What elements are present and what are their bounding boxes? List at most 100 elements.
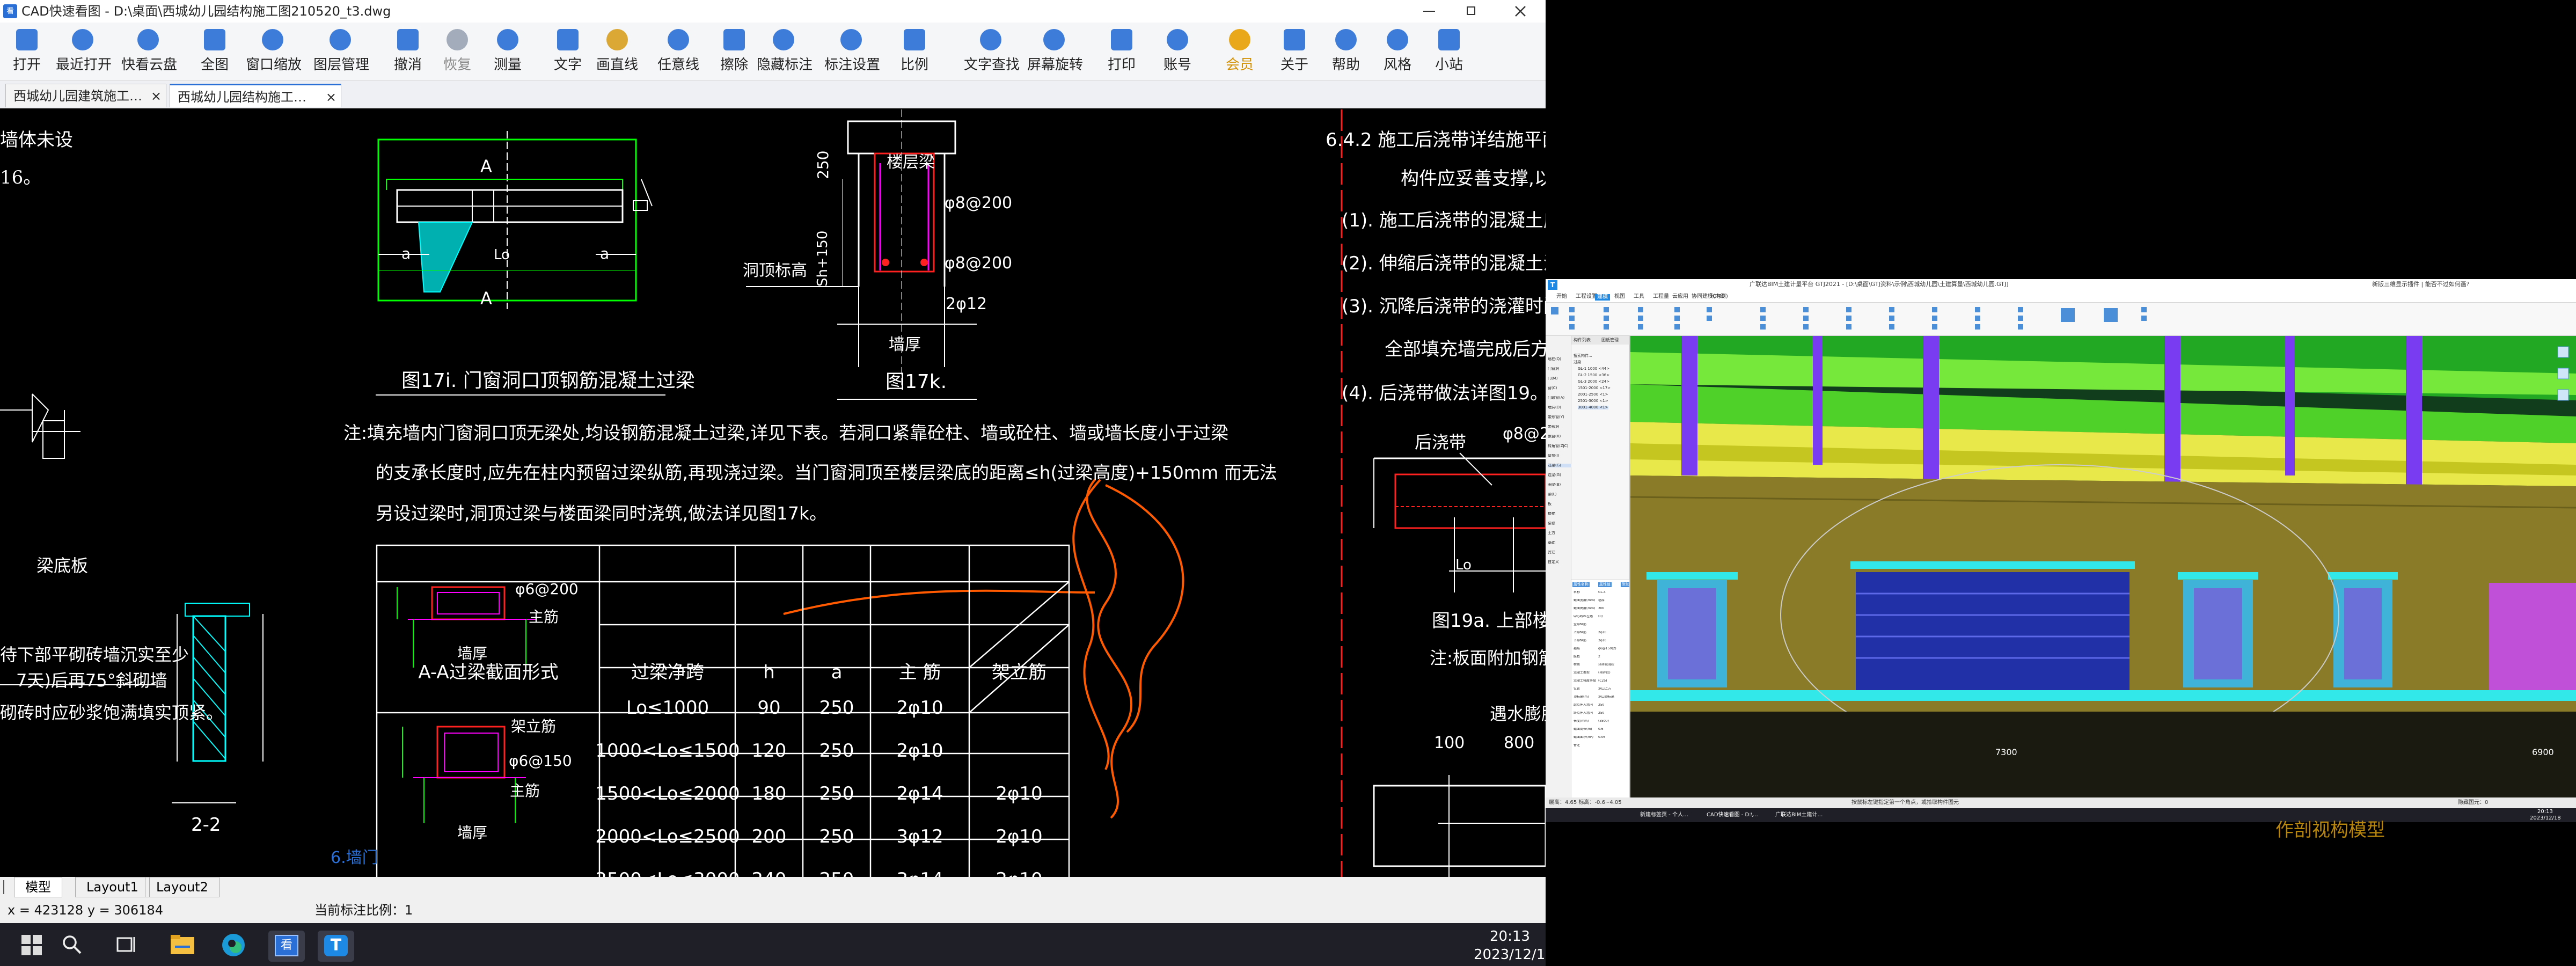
toolbar-button-1[interactable]: 最近打开 [56, 29, 112, 77]
gtj-component-item[interactable]: GL-3 2000 <24> [1578, 379, 1610, 384]
layout-tab-layout1[interactable]: Layout1 [75, 877, 150, 897]
file-explorer-icon[interactable] [171, 934, 194, 955]
prop-value[interactable]: 250 [1598, 704, 1605, 707]
toolbar-button-13[interactable]: 隐藏标注 [757, 29, 813, 77]
gtj-component-item[interactable]: GL-1 1000 <44> [1578, 367, 1610, 371]
gtj-tree-item[interactable]: 墙柱(Q) [1548, 357, 1561, 361]
toolbar-button-10[interactable]: 画直线 [590, 29, 644, 77]
restore-icon[interactable] [1467, 6, 1475, 15]
gtj-tree-item[interactable]: 门窗洞 [1548, 367, 1559, 371]
minimize-icon[interactable] [1423, 11, 1435, 12]
toolbar-button-17[interactable]: 屏幕旋转 [1027, 29, 1083, 77]
gtj-tree-item[interactable]: 转角窗(ZJC) [1548, 444, 1569, 448]
gtj-ribbon-tab[interactable]: 视图 [1614, 294, 1625, 299]
toolbar-button-14[interactable]: 标注设置 [824, 29, 880, 77]
gtj-tree-item[interactable]: 其它 [1548, 551, 1555, 554]
gtj-component-item[interactable]: 2501-3000 <1> [1578, 399, 1608, 403]
prop-value[interactable]: φ6@150(2) [1598, 647, 1616, 650]
gtj-tree-item[interactable]: 带形洞 [1548, 425, 1559, 429]
toolbar-button-21[interactable]: 关于 [1268, 29, 1321, 77]
gtj-component-item[interactable]: 3001-4000 <1> [1578, 405, 1608, 409]
gtj-ribbon-tab[interactable]: 工程设置 [1576, 294, 1597, 299]
panel-tab-drawings[interactable]: 图纸管理 [1601, 338, 1619, 342]
prop-value[interactable]: 洞口上方 [1598, 687, 1612, 691]
prop-value[interactable]: (3500) [1598, 720, 1609, 723]
prop-value[interactable]: (0) [1598, 615, 1603, 618]
task-view-icon[interactable] [116, 935, 137, 954]
prop-value[interactable]: 预拌现浇砼 [1598, 663, 1615, 667]
tab-close-icon[interactable]: × [150, 89, 162, 104]
toolbar-button-5[interactable]: 图层管理 [313, 29, 369, 77]
toolbar-button-20[interactable]: 会员 [1213, 29, 1267, 77]
gtj-ribbon-tab[interactable]: 协同建模(内测) [1692, 294, 1728, 299]
gtj-taskbar-icon[interactable]: T [318, 931, 354, 962]
gtj-tree-item[interactable]: 门联窗(A) [1548, 396, 1565, 400]
prop-value[interactable]: 250 [1598, 712, 1605, 715]
gtj-component-item[interactable]: 过梁 [1574, 360, 1581, 364]
gtj-task-gtj[interactable]: 广联达BIM土建计… [1775, 812, 1823, 818]
prop-value[interactable]: (预拌砼) [1598, 671, 1611, 675]
toolbar-button-8[interactable]: 测量 [481, 29, 535, 77]
toolbar-button-19[interactable]: 账号 [1151, 29, 1204, 77]
gtj-ribbon-tab[interactable]: IGMS [1711, 294, 1725, 299]
gtj-component-item[interactable]: 搜索构件... [1574, 354, 1592, 358]
prop-value[interactable]: 0.06 [1598, 736, 1606, 739]
prop-value[interactable]: 洞口顶标高 [1598, 696, 1615, 699]
gtj-tree-item[interactable]: 自定义 [1548, 560, 1559, 564]
prop-value[interactable]: GL-4 [1598, 591, 1606, 594]
toolbar-button-15[interactable]: 比例 [888, 29, 941, 77]
annotation-scale[interactable]: 当前标注比例：1 [314, 903, 413, 918]
layout-nav-icon[interactable] [3, 880, 14, 894]
gtj-tree-item[interactable]: 壁龛(I) [1548, 454, 1560, 458]
close-icon[interactable] [1513, 4, 1527, 18]
gtj-ribbon-tab[interactable]: 建模 [1595, 294, 1610, 301]
edge-browser-icon[interactable] [221, 933, 246, 957]
toolbar-button-2[interactable]: 快看云盘 [121, 29, 177, 77]
gtj-ribbon-tab[interactable]: 云应用 [1672, 294, 1688, 299]
prop-value[interactable]: 0.6 [1598, 728, 1604, 731]
layout-tab-layout2[interactable]: Layout2 [145, 877, 219, 897]
gtj-task-browser[interactable]: 新建标签页 - 个人… [1640, 812, 1688, 818]
gtj-ribbon-tab[interactable]: 工程量 [1653, 294, 1669, 299]
toolbar-button-3[interactable]: 全图 [188, 29, 241, 77]
gtj-tree-item[interactable]: 带形窗(Y) [1548, 415, 1564, 419]
toolbar-button-24[interactable]: 小站 [1422, 29, 1476, 77]
gtj-component-item[interactable]: 2001-2500 <1> [1578, 392, 1608, 397]
gtj-tree-item[interactable]: 圈梁(B) [1548, 483, 1561, 487]
prop-value[interactable]: (C25) [1598, 679, 1607, 683]
gtj-tree-item[interactable]: 连梁(G) [1548, 473, 1561, 477]
toolbar-button-22[interactable]: 帮助 [1319, 29, 1373, 77]
toolbar-button-16[interactable]: 文字查找 [964, 29, 1020, 77]
gtj-ribbon-tab[interactable]: 开始 [1556, 294, 1567, 299]
gtj-tree-item[interactable]: 飘窗(X) [1548, 435, 1561, 438]
tab-architecture[interactable]: 西城幼儿园建筑施工… × [5, 84, 166, 107]
gtj-tree-item[interactable]: 土方 [1548, 531, 1555, 535]
start-icon[interactable] [21, 935, 42, 955]
cad-taskbar-icon[interactable]: 看 [268, 931, 305, 962]
toolbar-button-9[interactable]: 文字 [541, 29, 595, 77]
layout-tab-model[interactable]: 模型 [14, 877, 62, 897]
gtj-tree-item[interactable]: 楼梯 [1548, 512, 1555, 516]
tab-structure[interactable]: 西城幼儿园结构施工… × [170, 84, 341, 107]
gtj-tree-item[interactable]: 装修 [1548, 522, 1555, 525]
toolbar-button-7[interactable]: 恢复 [430, 29, 484, 77]
search-icon[interactable] [61, 934, 83, 955]
gtj-tree-item[interactable]: 窗(C) [1548, 386, 1557, 390]
prop-value[interactable]: 2 [1598, 655, 1600, 658]
toolbar-button-4[interactable]: 窗口缩放 [246, 29, 302, 77]
gtj-tree-item[interactable]: 板 [1548, 502, 1552, 506]
gtj-tree-item[interactable]: 梁(L) [1548, 493, 1557, 496]
gtj-tree-item[interactable]: 墙洞(D) [1548, 406, 1561, 409]
prop-value[interactable]: 墙厚 [1598, 599, 1605, 602]
prop-value[interactable]: 300 [1598, 607, 1605, 610]
gtj-task-cad[interactable]: CAD快速看图 - D:\… [1707, 812, 1758, 818]
gtj-component-item[interactable]: GL-2 1500 <36> [1578, 373, 1610, 377]
toolbar-button-0[interactable]: 打开 [0, 29, 54, 77]
panel-tab-components[interactable]: 构件列表 [1574, 338, 1591, 342]
drawing-canvas[interactable]: 墙体未设 16。 梁底板 待下部平砌砖墙沉实至少 7天)后再75°斜砌墙 砌砖时… [0, 109, 1546, 923]
gtj-ribbon-tab[interactable]: 工具 [1634, 294, 1644, 299]
gtj-tree-item[interactable]: 过梁(G) [1548, 464, 1571, 467]
tab-close-icon[interactable]: × [325, 90, 336, 105]
prop-value[interactable]: 2φ10 [1598, 631, 1607, 634]
toolbar-button-12[interactable]: 擦除 [707, 29, 761, 77]
